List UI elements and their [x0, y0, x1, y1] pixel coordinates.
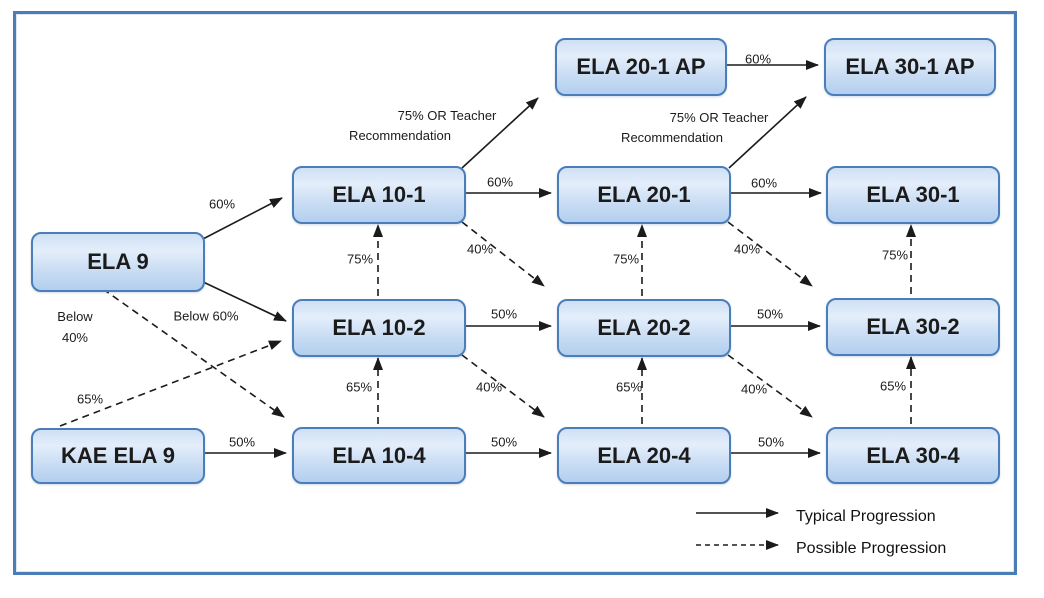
arrow-ela10-1-to-ela20-2	[461, 221, 545, 287]
edge-label-ela30-2-to-ela30-1: 75%	[881, 247, 909, 263]
node-ela-9: ELA 9	[31, 232, 205, 292]
node-ela-20-1-ap: ELA 20-1 AP	[555, 38, 727, 96]
edge-label-line1: 75% OR Teacher	[397, 108, 497, 123]
node-ela-30-4: ELA 30-4	[826, 427, 1000, 484]
node-ela-10-2: ELA 10-2	[292, 299, 466, 357]
node-ela-9-label: ELA 9	[87, 249, 149, 274]
edge-label-line1: Below	[57, 309, 93, 324]
node-ela-20-2: ELA 20-2	[557, 299, 731, 357]
diagram-frame-border	[13, 11, 1017, 575]
edge-label-ela20-1-to-ela30-2: 40%	[733, 241, 761, 257]
edge-label-ela9-to-ela10-2: Below 60%	[173, 308, 239, 324]
node-ela-10-1-label: ELA 10-1	[332, 182, 426, 207]
node-ela-30-1-label: ELA 30-1	[866, 182, 960, 207]
edge-label-kae-to-ela10-2: 65%	[76, 391, 104, 407]
edge-label-ela9-to-ela10-4: Below 40%	[57, 306, 92, 348]
edge-label-ela10-2-to-ela10-1: 75%	[346, 251, 374, 267]
node-ela-20-1: ELA 20-1	[557, 166, 731, 224]
edge-label-line2: Recommendation	[349, 128, 451, 143]
edge-label-ela20-1-to-ela30-1: 60%	[750, 175, 778, 191]
edge-label-line2: 40%	[61, 330, 89, 345]
edge-label-ela20-2-to-ela30-2: 50%	[756, 306, 784, 322]
arrow-ela10-1-to-ela20-1-ap	[461, 97, 539, 169]
node-ela-10-1: ELA 10-1	[292, 166, 466, 224]
edge-label-ela20-2-to-ela20-1: 75%	[612, 251, 640, 267]
legend-possible-label: Possible Progression	[796, 540, 947, 557]
edge-label-ela10-4-to-ela10-2: 65%	[345, 379, 373, 395]
node-ela-30-2: ELA 30-2	[826, 298, 1000, 356]
edge-label-kae-to-ela10-4: 50%	[228, 434, 256, 450]
edge-label-ela20-4-to-ela20-2: 65%	[615, 379, 643, 395]
edge-label-ela10-4-to-ela20-4: 50%	[490, 434, 518, 450]
arrow-ela20-1-to-ela30-2	[727, 221, 813, 287]
node-ela-20-4-label: ELA 20-4	[597, 442, 691, 468]
edge-label-ela10-2-to-ela20-4: 40%	[475, 379, 503, 395]
arrow-kae-to-ela10-2	[59, 340, 282, 427]
arrow-ela9-to-ela10-1	[200, 197, 283, 241]
node-ela-30-2-label: ELA 30-2	[866, 314, 960, 339]
arrow-ela9-to-ela10-4	[102, 288, 285, 418]
node-ela-10-4-label: ELA 10-4	[332, 442, 426, 468]
node-ela-20-4: ELA 20-4	[557, 427, 731, 484]
edge-label-ela10-1-to-ela20-1: 60%	[486, 174, 514, 190]
arrow-ela10-2-to-ela20-4	[461, 354, 545, 418]
edge-label-ela20-1-to-ela30-1-ap: 75% OR Teacher Recommendation	[621, 108, 768, 148]
edge-label-ela30-4-to-ela30-2: 65%	[879, 378, 907, 394]
edge-label-ela10-1-to-ela20-1-ap: 75% OR Teacher Recommendation	[349, 106, 496, 146]
node-ela-20-1-ap-label: ELA 20-1 AP	[576, 54, 706, 79]
node-ela-30-4-label: ELA 30-4	[866, 442, 960, 468]
edge-label-ela10-1-to-ela20-2: 40%	[466, 241, 494, 257]
arrow-ela9-to-ela10-2	[200, 280, 287, 322]
edge-label-ela20-4-to-ela30-4: 50%	[757, 434, 785, 450]
node-ela-10-2-label: ELA 10-2	[332, 315, 426, 340]
node-ela-10-4: ELA 10-4	[292, 427, 466, 484]
edge-label-ela9-to-ela10-1: 60%	[208, 196, 236, 212]
node-ela-30-1: ELA 30-1	[826, 166, 1000, 224]
node-kae-ela-9-label: KAE ELA 9	[60, 443, 176, 468]
node-ela-30-1-ap: ELA 30-1 AP	[824, 38, 996, 96]
legend-typical-label: Typical Progression	[796, 508, 936, 525]
edge-label-line1: 75% OR Teacher	[669, 110, 769, 125]
node-ela-20-2-label: ELA 20-2	[597, 315, 691, 340]
edge-label-ela10-2-to-ela20-2: 50%	[490, 306, 518, 322]
edge-label-ela20-2-to-ela30-4: 40%	[740, 381, 768, 397]
node-kae-ela-9: KAE ELA 9	[31, 428, 205, 484]
arrow-ela20-1-to-ela30-1-ap	[728, 96, 807, 169]
edge-label-ela20-1-ap-to-ela30-1-ap: 60%	[744, 51, 772, 67]
node-ela-30-1-ap-label: ELA 30-1 AP	[845, 54, 975, 79]
node-ela-20-1-label: ELA 20-1	[597, 182, 691, 207]
edge-label-line2: Recommendation	[621, 130, 723, 145]
arrow-ela20-2-to-ela30-4	[727, 354, 813, 418]
